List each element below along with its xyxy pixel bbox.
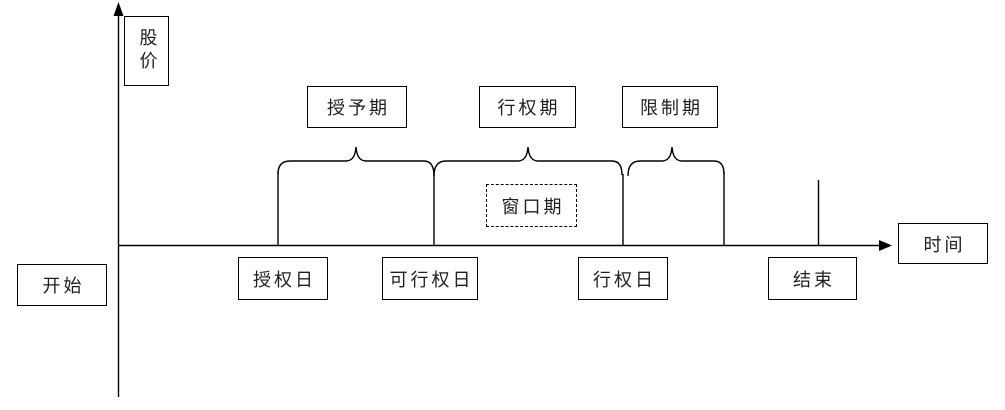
label-box-end: 结束: [768, 257, 857, 300]
label-box-grant-date: 授权日: [238, 257, 328, 300]
label-box-window-period: 窗口期: [486, 184, 577, 227]
x-axis-label-box: 时间: [898, 223, 988, 264]
exercise-period-label: 行权期: [497, 98, 561, 119]
x-axis-label: 时间: [923, 234, 966, 256]
restriction-period-brace: [627, 146, 725, 177]
label-box-vesting-period: 授予期: [307, 86, 407, 128]
label-box-restriction-period: 限制期: [622, 86, 718, 128]
exercise-period-brace: [433, 146, 623, 177]
label-box-start: 开始: [17, 264, 107, 306]
label-box-exercise-period: 行权期: [479, 86, 576, 128]
y-axis-label: 股价: [136, 28, 158, 74]
start-label: 开始: [42, 276, 85, 297]
label-box-exercise-date: 行权日: [578, 257, 668, 300]
y-axis-arrow-icon: [113, 2, 124, 16]
restriction-period-label: 限制期: [640, 98, 703, 119]
end-label: 结束: [793, 269, 835, 291]
grant-date-label: 授权日: [253, 269, 316, 291]
exercisable-date-label: 可行权日: [389, 269, 474, 291]
vesting-period-label: 授予期: [327, 98, 390, 119]
y-axis-label-box: 股价: [124, 16, 169, 86]
x-axis-arrow-icon: [879, 240, 892, 251]
label-box-exercisable-date: 可行权日: [382, 257, 478, 300]
vesting-period-brace: [277, 146, 435, 177]
window-period-label: 窗口期: [501, 196, 565, 218]
exercise-date-label: 行权日: [593, 269, 656, 291]
